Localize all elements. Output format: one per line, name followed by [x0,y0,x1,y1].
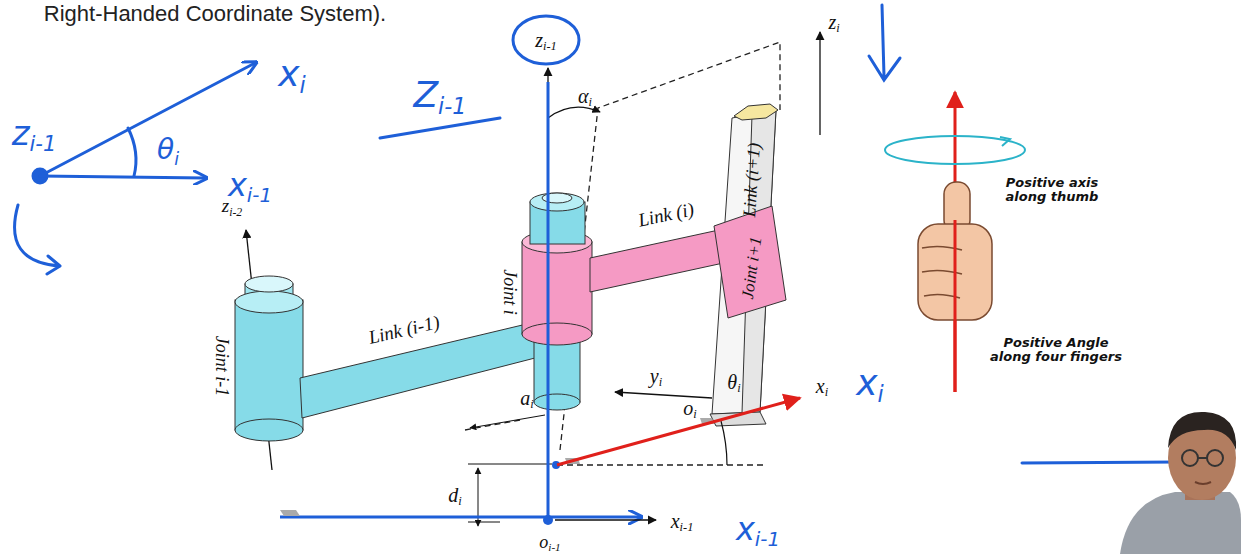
axis-line [819,32,820,135]
symbol-subscript: i-1 [680,520,694,534]
dimension-line [468,464,552,522]
hand-note: zi-1 [12,116,57,152]
joint-label: Joint i-1 [213,336,232,397]
angle-label: αi [578,86,592,107]
symbol-subscript: i [825,385,828,399]
symbol-subscript: i [737,381,740,395]
axis-label: xi [816,376,828,397]
symbol-base: z [12,113,30,153]
dimension-line [470,415,545,428]
symbol-base: y [650,365,659,387]
joint-block [714,206,786,318]
axis-label: zi-1 [535,30,557,51]
symbol-base: x [671,510,680,532]
symbol-base: x [816,375,825,397]
axis-label: yi [650,366,662,387]
axis-line [547,68,548,82]
symbol-subscript: i-1 [438,93,466,119]
symbol-subscript: i [174,149,179,169]
symbol-subscript: i [530,397,533,411]
symbol-subscript: i-1 [543,39,557,53]
symbol-base: o [683,397,693,419]
joint-cylinder [235,276,303,441]
origin-label: oi [683,398,696,419]
symbol-base: α [578,85,589,107]
symbol-subscript: i-1 [29,131,56,156]
symbol-base: d [448,484,458,506]
hand-note: θi [157,135,179,164]
symbol-subscript: i-1 [755,528,780,551]
hand-axis [280,516,640,519]
axis-label: zi-2 [222,196,242,216]
angle-arc [548,107,600,118]
symbol-base: x [228,166,247,204]
symbol-subscript: i [878,381,884,407]
joint-label: Joint i+1 [739,236,765,301]
symbol-base: Z [413,74,438,115]
symbol-subscript: i [458,494,461,508]
symbol-subscript: i [836,21,839,35]
rule-note: Positive Angle along four fingers [981,336,1131,363]
joint-cylinder [522,193,592,410]
joint-label: Joint i [501,269,520,315]
symbol-base: a [520,387,530,409]
link-bar [590,228,728,292]
axis-label: xi-1 [671,511,694,532]
hand-note: Zi-1 [413,76,466,114]
symbol-subscript: i [589,95,592,109]
axis-line [615,392,712,398]
slide-heading: Right-Handed Coordinate System). [44,2,386,25]
hand-sketch [15,5,1178,463]
symbol-subscript: i [659,375,662,389]
symbol-base: x [278,53,299,94]
presenter-video [1120,412,1241,554]
axis-line [555,519,656,520]
dimension-label: di [448,485,461,506]
symbol-subscript: i-2 [229,206,242,219]
link-label: Link (i-1) [367,312,442,348]
symbol-base: z [535,29,543,51]
hand-circle [513,16,579,64]
hand-axis [547,82,550,522]
rule-note: Positive axis along thumb [987,176,1117,203]
symbol-subscript: i-1 [548,541,560,553]
symbol-base: x [736,510,755,548]
x-axis-red [557,398,800,465]
hand-note: xi-1 [228,169,272,203]
angle-label: θi [727,372,740,393]
symbol-subscript: i [300,72,306,98]
hand-note: xi-1 [736,513,780,547]
symbol-base: θ [157,133,174,166]
symbol-base: x [856,362,877,403]
symbol-base: z [222,195,229,216]
symbol-subscript: i [693,407,696,421]
symbol-base: o [539,532,548,552]
origin-label: oi-1 [539,533,560,552]
symbol-base: z [828,11,836,33]
dimension-label: ai [520,388,533,409]
angle-arc [721,421,727,465]
symbol-subscript: i-1 [247,184,272,207]
link-label: Link (i+1) [740,142,764,218]
link-label: Link (i) [636,199,695,230]
axis-label: zi [828,12,839,33]
right-angle-mark [280,418,714,516]
symbol-base: θ [727,371,737,393]
origin-dot [543,515,553,525]
hand-note: xi [278,55,306,93]
hand-note: xi [856,364,884,402]
